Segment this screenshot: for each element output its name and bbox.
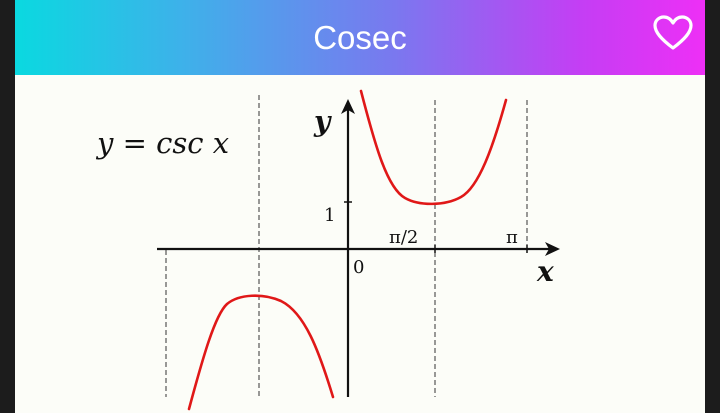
x-tick-label-pi: π xyxy=(506,227,518,248)
x-axis-label: x xyxy=(536,255,554,288)
csc-curve-positive-branch xyxy=(359,89,508,206)
y-axis-label: y xyxy=(313,105,332,138)
heart-outline-icon[interactable] xyxy=(653,15,693,51)
y-axis-arrow xyxy=(341,99,355,114)
page-title: Cosec xyxy=(313,19,407,56)
csc-curve-negative-branch xyxy=(187,294,335,411)
header-bar: Cosec xyxy=(15,0,705,75)
y-tick-label: 1 xyxy=(324,205,335,226)
csc-graph: y = csc x y x 0 1 π/2 π xyxy=(95,89,560,411)
x-tick-label-half-pi: π/2 xyxy=(389,227,418,248)
origin-label: 0 xyxy=(353,257,364,278)
x-axis-arrow xyxy=(545,242,560,256)
app-frame: Cosec y = csc x y x xyxy=(15,0,705,413)
formula-label: y = csc x xyxy=(95,126,229,160)
